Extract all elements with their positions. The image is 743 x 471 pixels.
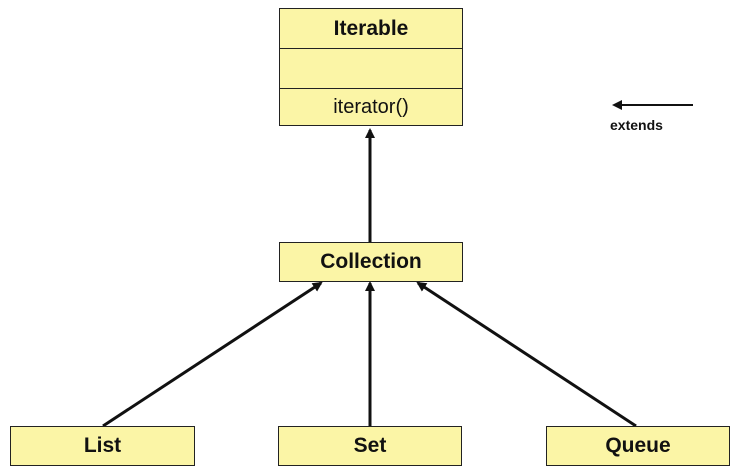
iterable-attributes-section	[280, 49, 462, 89]
iterable-class-box: Iterable iterator()	[279, 8, 463, 126]
collection-box: Collection	[279, 242, 463, 282]
iterable-method: iterator()	[333, 95, 409, 118]
iterable-class-name: Iterable	[280, 9, 462, 49]
arrow-queue-to-collection	[416, 281, 637, 428]
arrow-list-to-collection	[102, 281, 323, 428]
list-box: List	[10, 426, 195, 466]
queue-box: Queue	[546, 426, 730, 466]
legend-label: extends	[610, 117, 663, 133]
set-box: Set	[278, 426, 462, 466]
